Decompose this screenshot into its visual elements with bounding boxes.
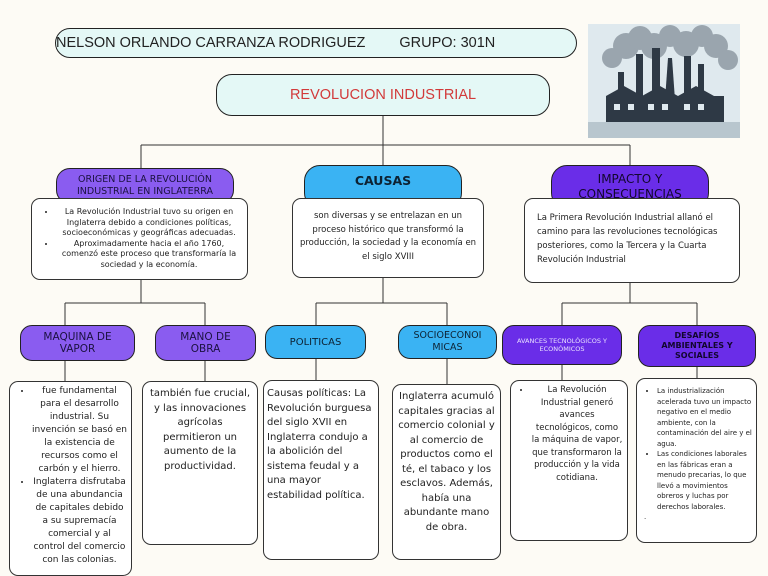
socio-title-line1: SOCIOECONOI [413, 330, 482, 341]
tech-title: AVANCES TECNOLÓGICOS Y ECONÓMICOS [502, 325, 622, 365]
political-box: Causas políticas: La Revolución burguesa… [263, 380, 379, 560]
socio-title: SOCIOECONOI MICAS [398, 325, 497, 359]
origin-item: La Revolución Industrial tuvo su origen … [56, 207, 242, 239]
header-bar: NELSON ORLANDO CARRANZA RODRIGUEZ GRUPO:… [55, 28, 577, 58]
impact-box: La Primera Revolución Industrial allanó … [524, 198, 740, 283]
steam-box: fue fundamental para el desarrollo indus… [9, 381, 132, 576]
steam-item: Inglaterra disfrutaba de una abundancia … [32, 476, 127, 567]
env-title-text: DESAFÍOS AMBIENTALES Y SOCIALES [661, 331, 733, 360]
impact-text: La Primera Revolución Industrial allanó … [537, 213, 718, 265]
socio-title-line2: MICAS [432, 342, 463, 353]
student-name: NELSON ORLANDO CARRANZA RODRIGUEZ [56, 35, 366, 51]
tech-item: La Revolución Industrial generó avances … [531, 384, 623, 484]
causes-box: son diversas y se entrelazan en un proce… [292, 198, 484, 278]
socio-box: Inglaterra acumuló capitales gracias al … [392, 384, 501, 560]
political-title-text: POLITICAS [289, 336, 342, 348]
political-title: POLITICAS [265, 325, 366, 359]
tech-box: La Revolución Industrial generó avances … [510, 380, 628, 541]
env-trailing: . [644, 513, 647, 521]
tech-list: La Revolución Industrial generó avances … [517, 384, 623, 484]
origin-box: La Revolución Industrial tuvo su origen … [31, 198, 248, 280]
origin-item: Aproximadamente hacia el año 1760, comen… [56, 239, 242, 271]
env-item: La industrialización acelerada tuvo un i… [657, 386, 753, 449]
impact-title-text: IMPACTO Y CONSECUENCIAS [578, 172, 682, 201]
env-item: Las condiciones laborales en las fábrica… [657, 449, 753, 512]
steam-list: fue fundamental para el desarrollo indus… [18, 385, 127, 567]
tech-title-text: AVANCES TECNOLÓGICOS Y ECONÓMICOS [516, 336, 608, 354]
causes-title-text: CAUSAS [354, 173, 412, 188]
steam-title: MAQUINA DE VAPOR [20, 325, 135, 361]
steam-item: fue fundamental para el desarrollo indus… [32, 385, 127, 476]
causes-text: son diversas y se entrelazan en un proce… [299, 211, 477, 262]
origin-title-text: ORIGEN DE LA REVOLUCIÓN INDUSTRIAL EN IN… [76, 174, 213, 197]
political-text: Causas políticas: La Revolución burguesa… [267, 388, 372, 501]
steam-title-text: MAQUINA DE VAPOR [43, 331, 112, 355]
factory-smoke-icon [588, 24, 740, 138]
env-box: La industrialización acelerada tuvo un i… [636, 378, 757, 543]
labor-title: MANO DE OBRA [155, 325, 256, 361]
main-title-text: REVOLUCION INDUSTRIAL [289, 87, 477, 103]
labor-box: también fue crucial, y las innovaciones … [142, 381, 258, 545]
env-title: DESAFÍOS AMBIENTALES Y SOCIALES [638, 325, 756, 367]
labor-text: también fue crucial, y las innovaciones … [149, 388, 251, 472]
main-title: REVOLUCION INDUSTRIAL [216, 74, 550, 116]
socio-text: Inglaterra acumuló capitales gracias al … [398, 391, 495, 533]
labor-title-text: MANO DE OBRA [180, 331, 231, 355]
group-label: GRUPO: 301N [399, 35, 496, 51]
env-list: La industrialización acelerada tuvo un i… [643, 386, 753, 512]
origin-list: La Revolución Industrial tuvo su origen … [42, 207, 242, 270]
